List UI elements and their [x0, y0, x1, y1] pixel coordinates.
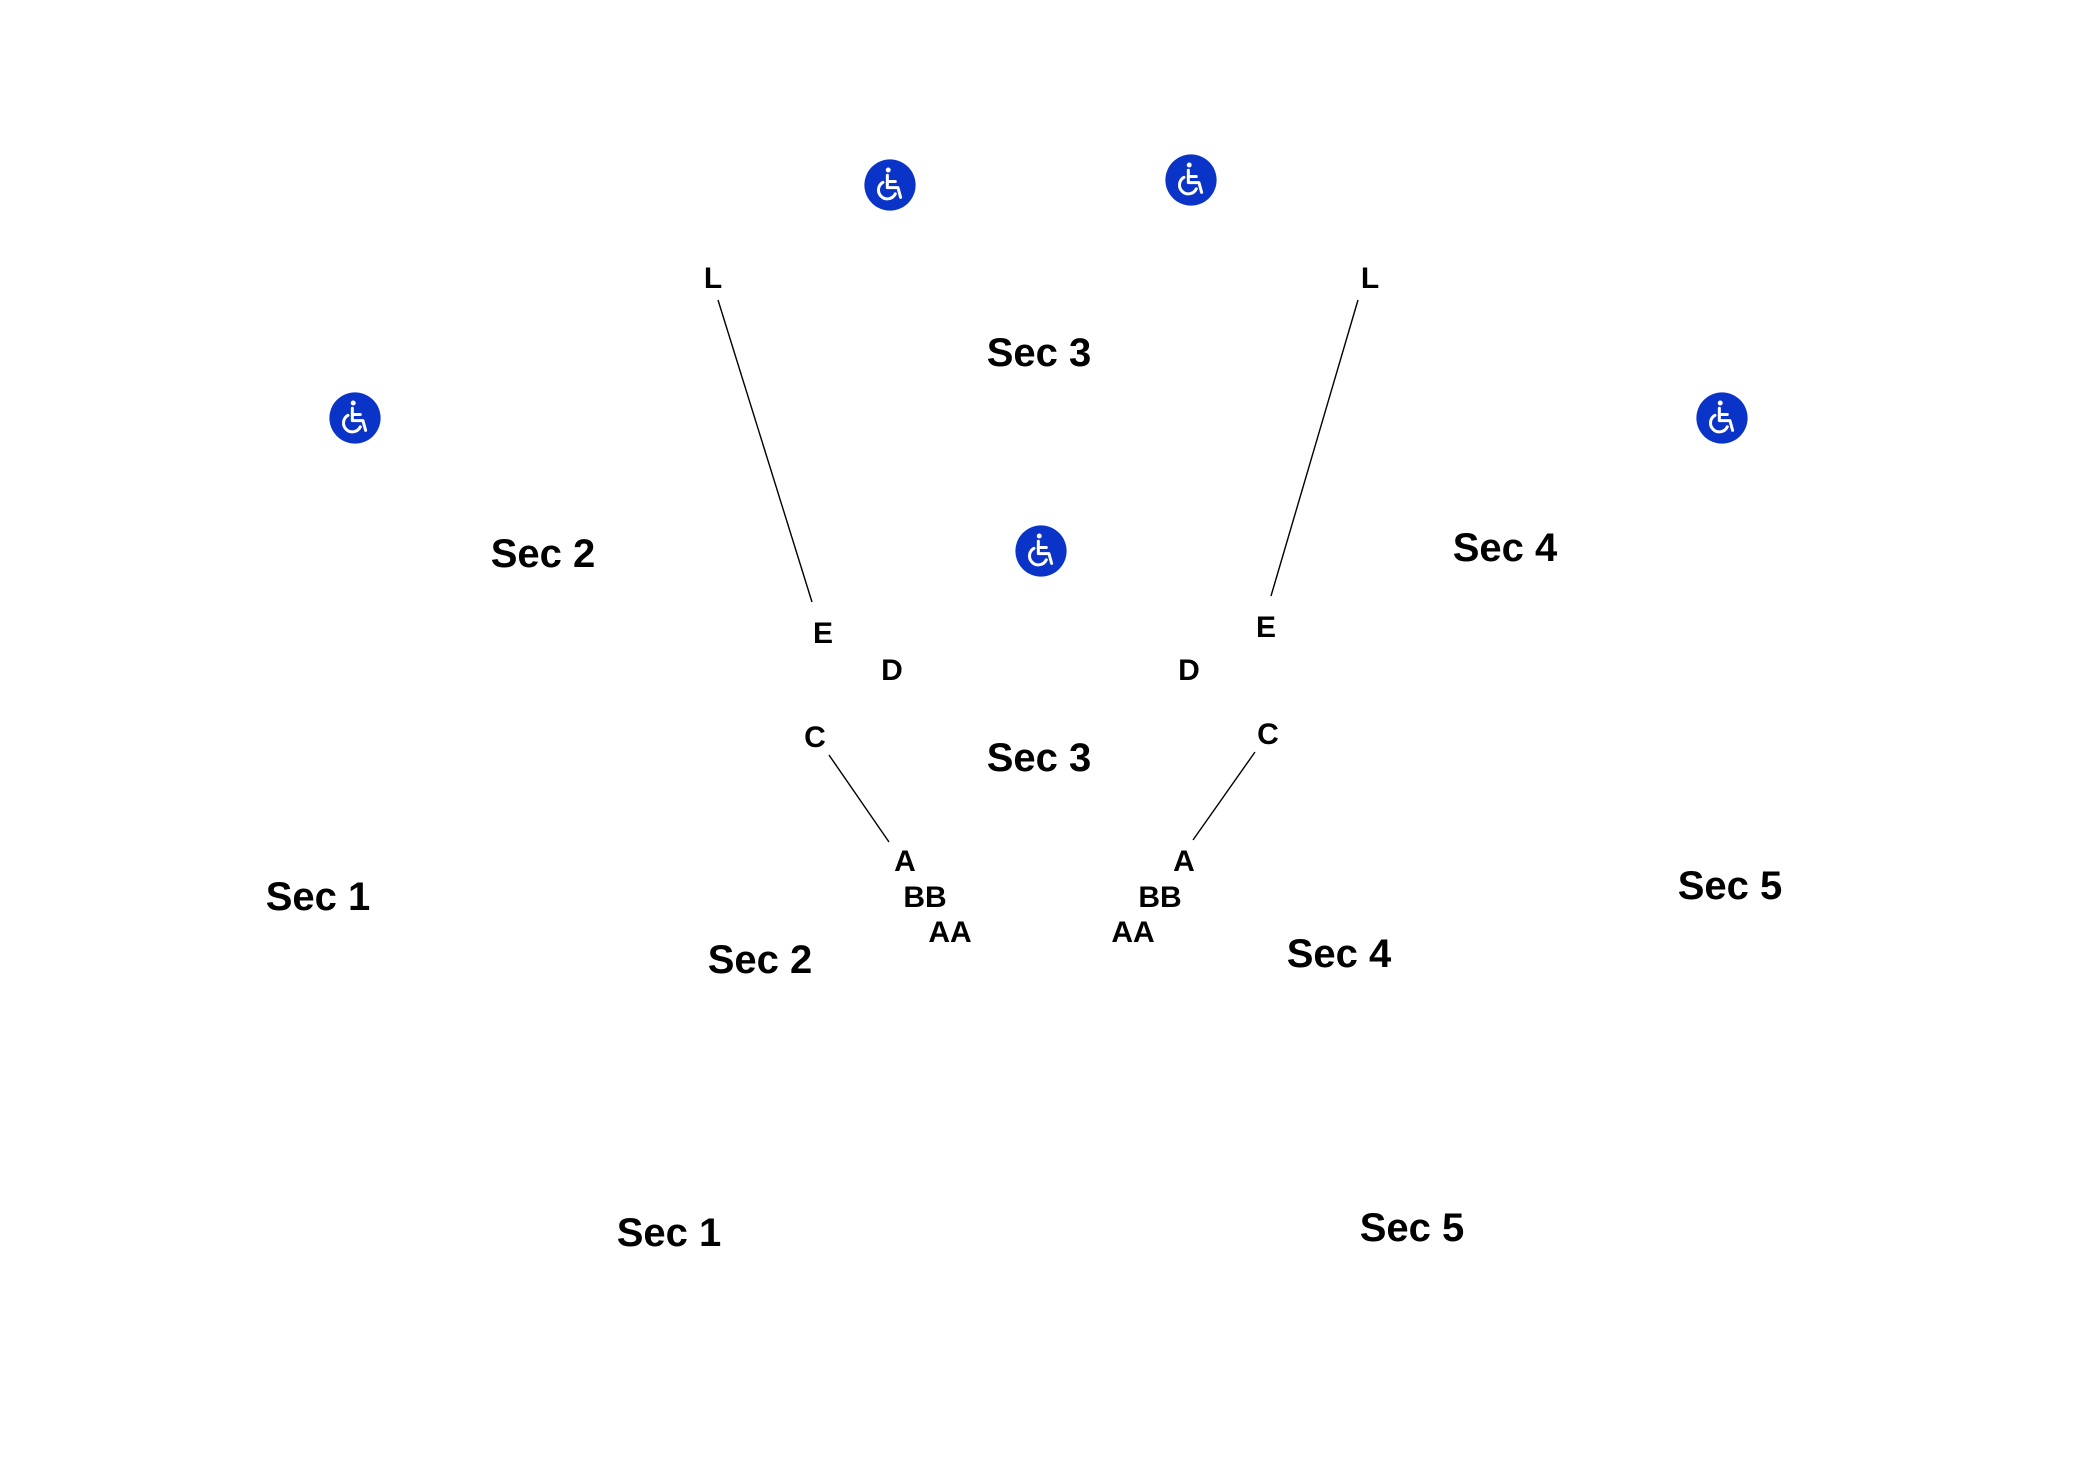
- row-label-a-left: A: [894, 845, 916, 878]
- wheelchair-icon: [1696, 392, 1749, 445]
- row-label-d-right: D: [1178, 654, 1200, 687]
- section-label-sec3-upper[interactable]: Sec 3: [986, 331, 1092, 375]
- section-label-sec5-bottom[interactable]: Sec 5: [1359, 1206, 1465, 1250]
- row-label-bb-left: BB: [903, 881, 947, 914]
- section-label-sec5-mid[interactable]: Sec 5: [1677, 864, 1783, 908]
- aisle-line-right-upper: [1270, 299, 1359, 597]
- section-label-sec4-lower[interactable]: Sec 4: [1286, 932, 1392, 976]
- wheelchair-icon: [1165, 154, 1218, 207]
- row-label-e-left: E: [812, 617, 834, 650]
- wheelchair-icon: [864, 159, 917, 212]
- row-label-aa-left: AA: [928, 916, 972, 949]
- section-label-sec1-mid[interactable]: Sec 1: [265, 875, 371, 919]
- row-label-l-left: L: [703, 262, 723, 295]
- row-label-l-right: L: [1360, 262, 1380, 295]
- section-label-sec1-bottom[interactable]: Sec 1: [616, 1211, 722, 1255]
- aisle-line-right-lower: [1192, 751, 1256, 841]
- row-label-d-left: D: [881, 654, 903, 687]
- section-label-sec2-upper[interactable]: Sec 2: [490, 532, 596, 576]
- aisle-line-left-lower: [828, 754, 890, 843]
- section-label-sec3-mid[interactable]: Sec 3: [986, 736, 1092, 780]
- wheelchair-icon: [1015, 525, 1068, 578]
- aisle-line-left-upper: [717, 299, 813, 603]
- section-label-sec2-lower[interactable]: Sec 2: [707, 938, 813, 982]
- row-label-e-right: E: [1255, 611, 1277, 644]
- row-label-c-left: C: [804, 721, 826, 754]
- row-label-bb-right: BB: [1138, 881, 1182, 914]
- section-label-sec4-upper[interactable]: Sec 4: [1452, 526, 1558, 570]
- row-label-aa-right: AA: [1111, 916, 1155, 949]
- row-label-a-right: A: [1173, 845, 1195, 878]
- wheelchair-icon: [329, 392, 382, 445]
- row-label-c-right: C: [1257, 718, 1279, 751]
